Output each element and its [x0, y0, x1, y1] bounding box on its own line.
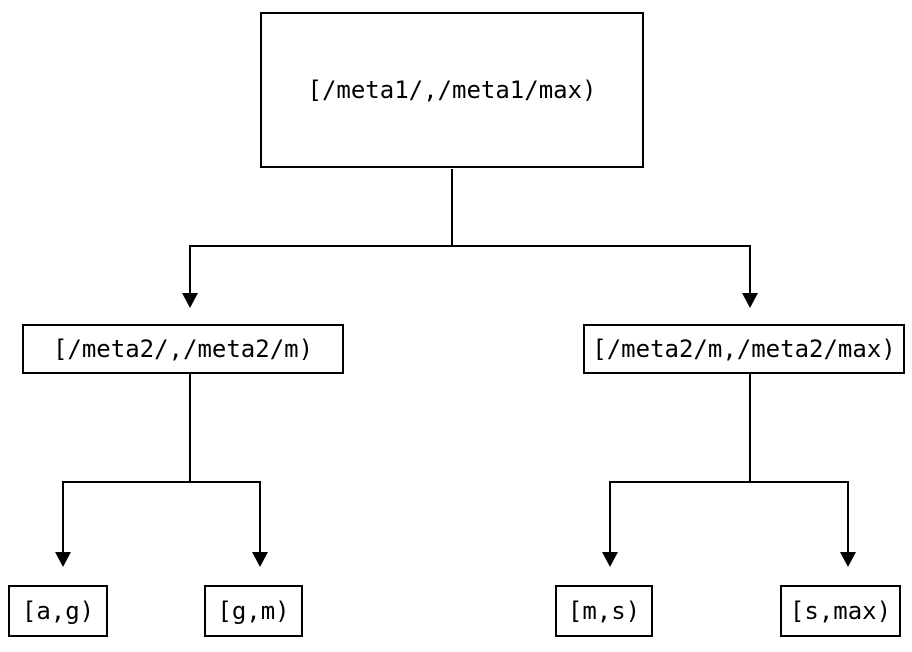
node-root: [/meta1/,/meta1/max)	[260, 12, 644, 168]
node-leaf-ag: [a,g)	[8, 585, 108, 637]
node-leaf-gm-label: [g,m)	[217, 597, 290, 625]
edge-meta2-left-to-leaves	[55, 374, 268, 567]
node-meta2-left: [/meta2/,/meta2/m)	[22, 324, 344, 374]
level2-elbow-line	[189, 245, 751, 294]
arrowhead-to-leaf-gm	[252, 552, 268, 567]
node-meta2-right: [/meta2/m,/meta2/max)	[583, 324, 905, 374]
node-leaf-smax: [s,max)	[780, 585, 901, 637]
arrowhead-to-leaf-smax	[840, 552, 856, 567]
left-leaves-elbow-line	[62, 481, 261, 553]
node-leaf-gm: [g,m)	[204, 585, 303, 637]
right-leaves-elbow-line	[609, 481, 849, 553]
node-leaf-smax-label: [s,max)	[789, 597, 892, 625]
arrowhead-to-meta2-left	[182, 293, 198, 308]
node-leaf-ag-label: [a,g)	[21, 597, 95, 625]
node-meta2-right-label: [/meta2/m,/meta2/max)	[592, 335, 896, 363]
arrowhead-to-leaf-ag	[55, 552, 71, 567]
node-leaf-ms: [m,s)	[555, 585, 653, 637]
arrowhead-to-meta2-right	[742, 293, 758, 308]
edge-meta2-right-to-leaves	[602, 374, 856, 567]
node-leaf-ms-label: [m,s)	[567, 597, 641, 625]
node-meta2-left-label: [/meta2/,/meta2/m)	[52, 335, 314, 363]
edge-root-to-level2	[182, 169, 758, 308]
arrowhead-to-leaf-ms	[602, 552, 618, 567]
node-root-label: [/meta1/,/meta1/max)	[307, 76, 597, 104]
